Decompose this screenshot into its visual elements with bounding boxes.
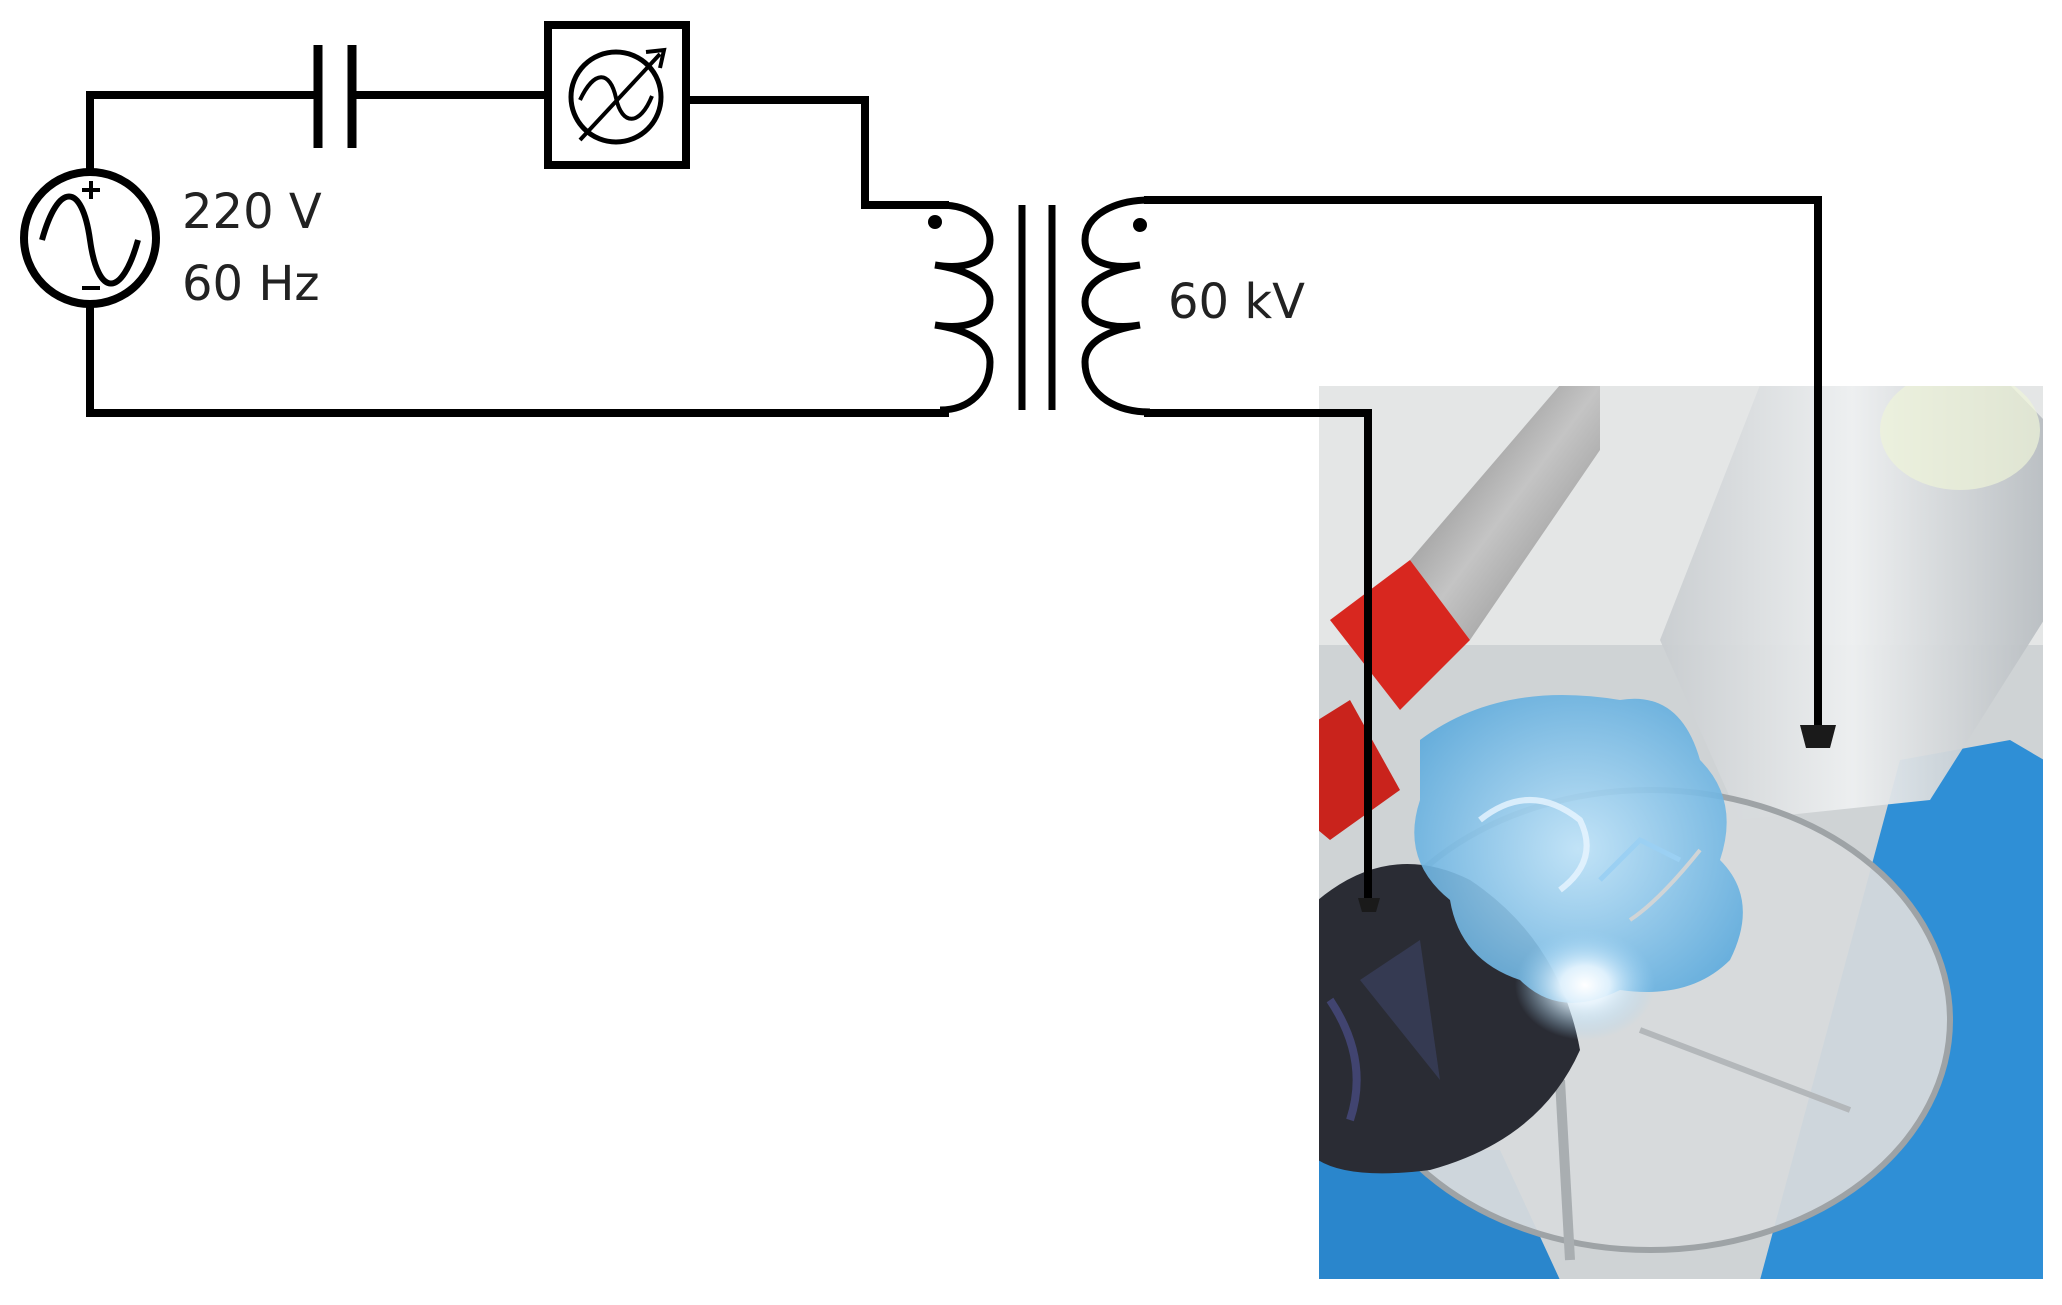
adjust-arrow-icon [578,52,662,142]
secondary-coil [1081,196,1151,416]
source-frequency-label: 60 Hz [182,256,320,312]
wire-source-capacitor [86,91,319,176]
electrode-metal [1410,385,1600,640]
electrode-tip-right [1800,725,1836,748]
plasma-discharge [1414,695,1743,1003]
transformer-icon [928,196,1151,416]
electrode-tip-left [1358,898,1380,912]
source-voltage-label: 220 V [182,184,322,240]
secondary-dot [1133,218,1147,232]
wire-secondary-low [1144,409,1372,909]
circuit-wires [86,91,1836,912]
wire-return [86,301,949,417]
capacitor-icon [313,45,357,148]
electrode-cap-lower [1318,700,1400,840]
spark-glow [1515,930,1655,1040]
primary-dot [928,215,942,229]
sine-wave-icon [39,193,141,287]
primary-coil [934,201,994,414]
plasma-reactor-photo [1318,385,2044,1280]
ac-voltage-source-icon [20,168,160,308]
variable-frequency-regulator-icon [544,21,690,169]
secondary-voltage-label: 60 kV [1168,274,1305,330]
wire-secondary-high [1144,196,1822,739]
glass-tube-right [1660,385,2044,820]
wire-regulator-primary [684,96,949,209]
